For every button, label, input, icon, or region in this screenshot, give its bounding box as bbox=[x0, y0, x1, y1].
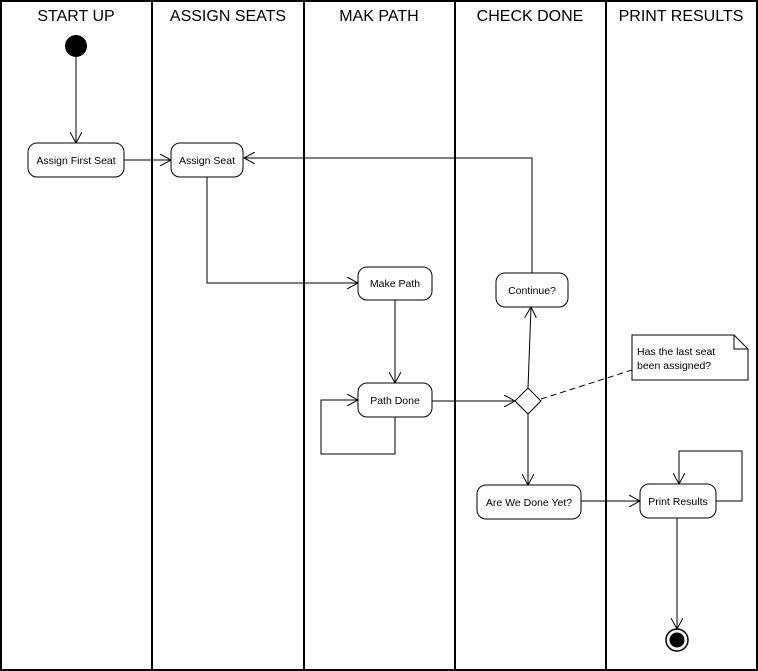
lane-title-start-up: START UP bbox=[37, 8, 114, 25]
note-box: Has the last seat been assigned? bbox=[631, 334, 749, 381]
action-label: Make Path bbox=[370, 278, 420, 290]
action-label: Assign Seat bbox=[179, 155, 235, 167]
flow-continue-to-assign-seat bbox=[244, 158, 533, 273]
action-path-done: Path Done bbox=[357, 382, 433, 418]
initial-node bbox=[65, 35, 87, 57]
flow-path-done-self-loop bbox=[320, 400, 396, 455]
action-label: Continue? bbox=[508, 285, 556, 297]
action-make-path: Make Path bbox=[357, 266, 433, 301]
lane-title-assign-seats: ASSIGN SEATS bbox=[170, 8, 286, 25]
action-continue: Continue? bbox=[495, 272, 569, 308]
flow-decision-to-continue bbox=[528, 307, 531, 389]
flow-print-results-self-loop bbox=[679, 450, 743, 502]
note-line-2: been assigned? bbox=[637, 360, 711, 372]
action-label: Print Results bbox=[648, 496, 708, 508]
final-node bbox=[665, 628, 689, 652]
action-label: Assign First Seat bbox=[36, 155, 115, 167]
lane-title-mak-path: MAK PATH bbox=[339, 8, 418, 25]
flow-assign-seat-to-make-path bbox=[206, 177, 358, 283]
lane-title-print-results: PRINT RESULTS bbox=[619, 8, 744, 25]
note-line-1: Has the last seat bbox=[637, 346, 715, 358]
action-label: Are We Done Yet? bbox=[486, 497, 572, 509]
decision-diamond bbox=[514, 387, 542, 415]
action-print-results: Print Results bbox=[639, 483, 717, 519]
action-are-we-done-yet: Are We Done Yet? bbox=[476, 484, 582, 520]
lane-title-check-done: CHECK DONE bbox=[477, 8, 584, 25]
action-assign-first-seat: Assign First Seat bbox=[27, 142, 125, 178]
action-label: Path Done bbox=[370, 395, 420, 407]
note-connector bbox=[540, 369, 633, 400]
action-assign-seat: Assign Seat bbox=[170, 142, 244, 178]
